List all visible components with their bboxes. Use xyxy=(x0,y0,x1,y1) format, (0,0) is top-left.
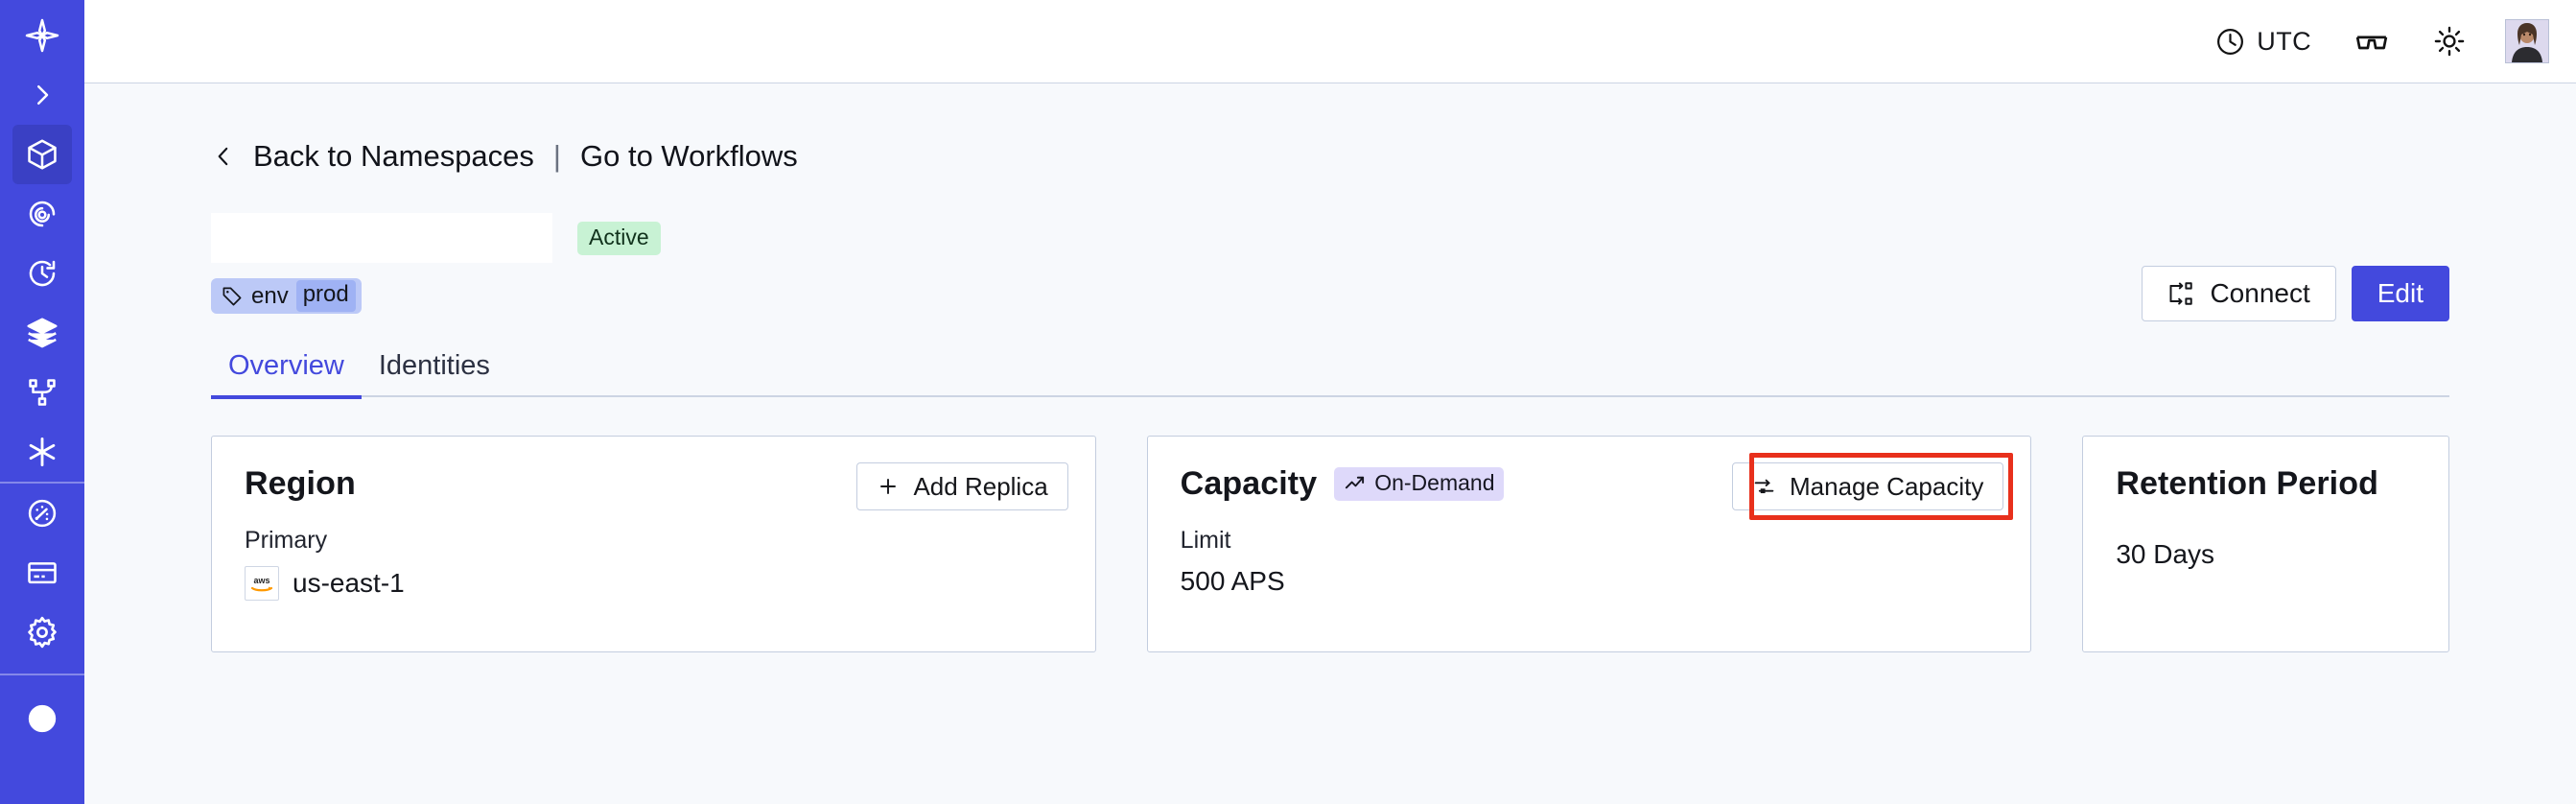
temporal-logo-icon[interactable] xyxy=(12,6,72,65)
region-value: us-east-1 xyxy=(293,568,405,598)
history-clock-icon[interactable] xyxy=(12,244,72,303)
tag-value: prod xyxy=(295,280,356,312)
avatar[interactable] xyxy=(2505,19,2549,63)
region-primary-label: Primary xyxy=(245,527,328,554)
plus-icon xyxy=(877,475,900,498)
gauge-icon[interactable] xyxy=(12,484,72,543)
tabs-bottom-rule xyxy=(211,395,2449,397)
main-content: Back to Namespaces | Go to Workflows Act… xyxy=(84,83,2576,804)
timezone-label: UTC xyxy=(2257,26,2311,56)
connect-label: Connect xyxy=(2210,278,2310,308)
retention-card-title: Retention Period xyxy=(2116,465,2378,502)
chevron-right-icon[interactable] xyxy=(12,65,72,125)
connect-icon xyxy=(2167,280,2194,307)
connect-button[interactable]: Connect xyxy=(2142,266,2336,321)
manage-capacity-button[interactable]: Manage Capacity xyxy=(1732,462,2004,510)
breadcrumb-back-to-namespaces[interactable]: Back to Namespaces xyxy=(253,139,534,173)
on-demand-badge: On-Demand xyxy=(1334,467,1505,501)
capacity-card: Capacity On-Demand xyxy=(1146,436,2032,652)
sidebar-item-namespaces[interactable] xyxy=(12,125,72,184)
tab-overview[interactable]: Overview xyxy=(211,350,362,399)
help-circle-icon[interactable] xyxy=(12,689,72,748)
retention-card-header: Retention Period xyxy=(2116,465,2416,503)
retention-value: 30 Days xyxy=(2116,539,2215,569)
layers-icon[interactable] xyxy=(12,303,72,363)
region-value-row: aws us-east-1 xyxy=(245,566,1063,601)
tag-icon xyxy=(221,285,244,308)
sidebar-divider-1 xyxy=(0,482,84,484)
capacity-card-title: Capacity xyxy=(1180,465,1318,502)
gear-icon[interactable] xyxy=(12,603,72,662)
namespace-actions: Connect Edit xyxy=(2142,266,2449,321)
manage-capacity-button-wrap: Manage Capacity xyxy=(1732,462,2004,510)
clock-icon xyxy=(2214,26,2246,58)
chevron-left-icon[interactable] xyxy=(211,140,236,173)
branch-nodes-icon[interactable] xyxy=(12,363,72,422)
tab-identities[interactable]: Identities xyxy=(362,350,507,397)
namespace-tags: env prod xyxy=(211,278,2449,314)
overview-cards: Region Add Replica Primary xyxy=(211,436,2449,652)
capacity-limit-label: Limit xyxy=(1180,527,1231,554)
add-replica-label: Add Replica xyxy=(913,472,1048,501)
top-header: UTC xyxy=(84,0,2576,83)
content-container: Back to Namespaces | Go to Workflows Act… xyxy=(84,139,2576,652)
capacity-card-header: Capacity On-Demand xyxy=(1181,465,1999,503)
capacity-limit-value: 500 APS xyxy=(1180,566,1285,596)
aws-logo-icon: aws xyxy=(245,566,279,601)
retention-card: Retention Period 30 Days xyxy=(2082,436,2449,652)
user-avatar-image xyxy=(2505,19,2549,63)
region-card: Region Add Replica Primary xyxy=(211,436,1096,652)
sliders-icon xyxy=(1752,475,1776,499)
page-title xyxy=(211,213,552,263)
svg-text:aws: aws xyxy=(253,576,269,585)
credit-card-icon[interactable] xyxy=(12,543,72,603)
tag-chip-env[interactable]: env prod xyxy=(211,278,362,314)
tabs-container: Overview Identities xyxy=(211,350,2449,399)
breadcrumb: Back to Namespaces | Go to Workflows xyxy=(211,139,2449,174)
manage-capacity-label: Manage Capacity xyxy=(1790,472,1984,501)
timezone-selector[interactable]: UTC xyxy=(2214,26,2311,58)
region-card-header: Region xyxy=(245,465,1063,503)
trend-up-icon xyxy=(1344,472,1366,494)
reading-glasses-icon[interactable] xyxy=(2354,23,2390,59)
namespace-title-row: Active xyxy=(211,213,2449,263)
add-replica-button[interactable]: Add Replica xyxy=(856,462,1068,510)
tag-key: env xyxy=(251,282,289,309)
asterisk-icon[interactable] xyxy=(12,422,72,482)
sun-icon[interactable] xyxy=(2432,24,2467,59)
region-card-title: Region xyxy=(245,465,356,502)
edit-button[interactable]: Edit xyxy=(2351,266,2449,321)
sidebar-divider-2 xyxy=(0,674,84,675)
breadcrumb-go-to-workflows[interactable]: Go to Workflows xyxy=(579,139,798,173)
eye-spiral-icon[interactable] xyxy=(12,184,72,244)
status-badge: Active xyxy=(577,221,661,255)
breadcrumb-separator: | xyxy=(552,139,561,173)
left-sidebar xyxy=(0,0,84,804)
on-demand-label: On-Demand xyxy=(1374,470,1495,495)
add-replica-button-wrap: Add Replica xyxy=(856,462,1068,510)
tab-list: Overview Identities xyxy=(211,350,2449,399)
